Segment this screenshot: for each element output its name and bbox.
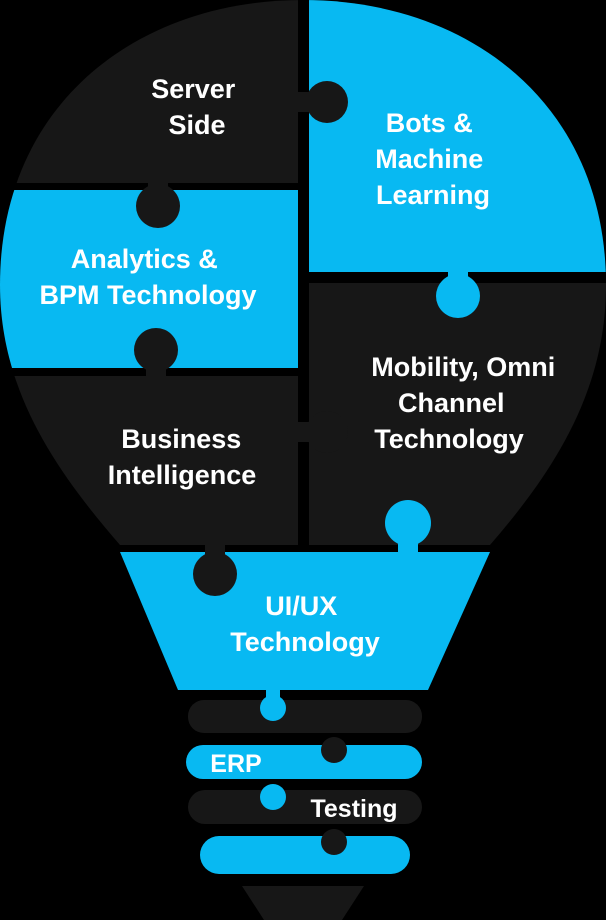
knob-mobility-to-uiux bbox=[385, 500, 431, 546]
label-testing: Testing bbox=[310, 795, 397, 823]
base-band-4 bbox=[200, 836, 410, 874]
knob-server-to-analytics bbox=[136, 184, 180, 228]
knob-base-to-erp bbox=[321, 737, 347, 763]
label-erp: ERP bbox=[210, 750, 261, 778]
knob-bi-to-uiux bbox=[193, 552, 237, 596]
label-line: Side bbox=[168, 110, 225, 140]
label-analytics-bpm: Analytics & BPM Technology bbox=[39, 244, 256, 310]
piece-ui-ux bbox=[120, 552, 490, 690]
knob-erp-to-testing bbox=[260, 784, 286, 810]
bulb-tip bbox=[242, 886, 364, 920]
knob-server-to-bots bbox=[306, 81, 348, 123]
label-line: Channel bbox=[398, 388, 505, 418]
puzzle-knobs bbox=[134, 81, 480, 855]
label-line: Intelligence bbox=[108, 460, 257, 490]
knob-bi-to-mobility bbox=[306, 411, 348, 453]
label-line: Technology bbox=[230, 627, 380, 657]
label-line: UI/UX bbox=[265, 591, 337, 621]
knob-testing-to-base bbox=[321, 829, 347, 855]
label-line: Learning bbox=[376, 180, 490, 210]
label-business-intelligence: Business Intelligence bbox=[108, 424, 257, 490]
label-line: Analytics & bbox=[71, 244, 218, 274]
label-mobility: Mobility, Omni Channel Technology bbox=[371, 352, 563, 454]
label-line: Bots & bbox=[386, 108, 473, 138]
label-line: BPM Technology bbox=[39, 280, 256, 310]
knob-analytics-to-bi bbox=[134, 328, 178, 372]
base-band-erp bbox=[186, 745, 422, 779]
label-line: Mobility, Omni bbox=[371, 352, 555, 382]
piece-server-side bbox=[0, 0, 298, 183]
base-band-1 bbox=[188, 700, 422, 733]
label-bots-ml: Bots & Machine Learning bbox=[375, 108, 491, 210]
label-line: Technology bbox=[374, 424, 524, 454]
label-line: Machine bbox=[375, 144, 483, 174]
base-band-testing bbox=[188, 790, 422, 824]
label-server-side: Server Side bbox=[151, 74, 243, 140]
knob-uiux-to-base bbox=[260, 695, 286, 721]
label-line: Business bbox=[121, 424, 241, 454]
knob-bots-to-mobility bbox=[436, 274, 480, 318]
label-line: Server bbox=[151, 74, 236, 104]
label-ui-ux: UI/UX Technology bbox=[230, 591, 380, 657]
